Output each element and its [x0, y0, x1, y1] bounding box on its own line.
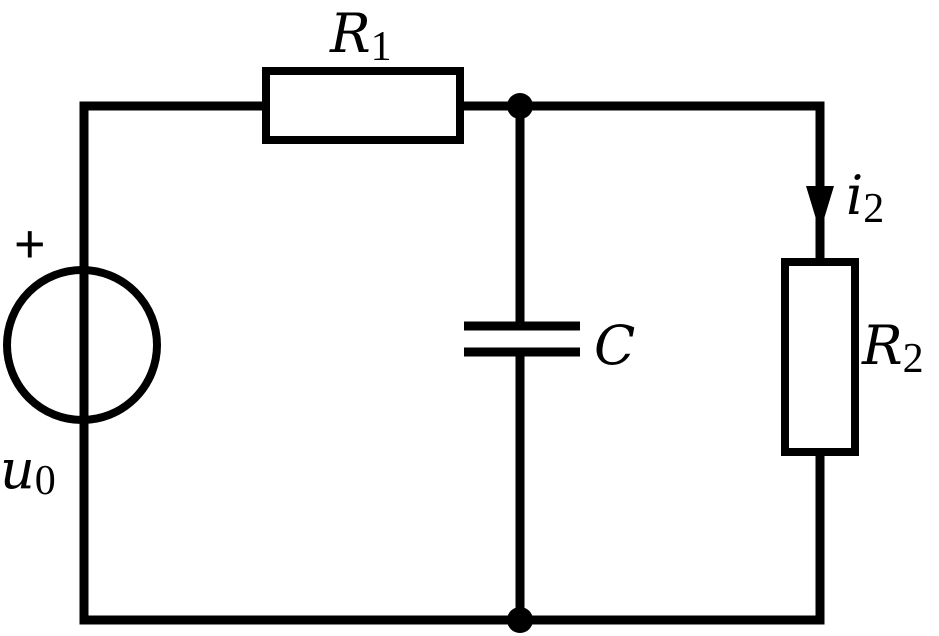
current-label-i2-main: i — [846, 164, 863, 227]
resistor-r1-label-main: R — [329, 2, 371, 65]
source-plus-sign: + — [14, 214, 46, 274]
resistor-r1 — [262, 67, 464, 144]
wires — [79, 101, 825, 625]
source-label: u0 — [0, 438, 56, 504]
capacitor-label: C — [594, 314, 635, 377]
junction-node-top — [507, 93, 533, 119]
resistor-r2-label-sub: 2 — [903, 336, 924, 382]
source-label-main: u — [0, 438, 35, 501]
resistor-r2 — [781, 258, 859, 456]
current-label-i2: i2 — [846, 164, 884, 232]
resistor-r2-label: R2 — [861, 314, 924, 382]
source-label-sub: 0 — [35, 458, 56, 504]
resistor-r2-label-main: R — [861, 314, 903, 377]
resistor-r1-label-sub: 1 — [371, 24, 392, 70]
resistor-r1-label: R1 — [329, 2, 392, 70]
current-arrow-i2 — [806, 186, 834, 232]
junction-node-bottom — [507, 607, 533, 633]
current-label-i2-sub: 2 — [863, 186, 884, 232]
